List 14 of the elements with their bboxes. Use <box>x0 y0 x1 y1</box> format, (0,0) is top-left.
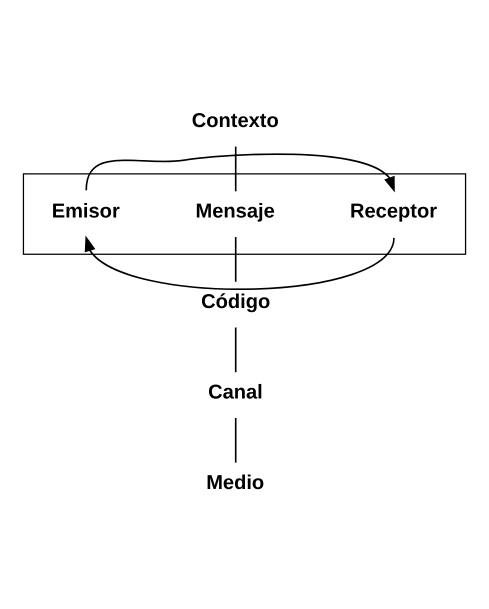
node-text: Emisor <box>52 200 120 223</box>
node-text: Receptor <box>350 200 438 223</box>
arrow <box>85 153 395 193</box>
connector <box>234 237 237 282</box>
node-text: Mensaje <box>196 200 275 223</box>
node-text: Código <box>201 291 270 314</box>
node-text: Medio <box>206 472 264 494</box>
cluster <box>22 173 466 255</box>
connector <box>234 146 237 192</box>
node-text: Canal <box>208 381 263 404</box>
connector <box>234 418 237 463</box>
node-text: Contexto <box>192 110 279 132</box>
connector <box>234 327 237 372</box>
arrow <box>84 236 395 290</box>
